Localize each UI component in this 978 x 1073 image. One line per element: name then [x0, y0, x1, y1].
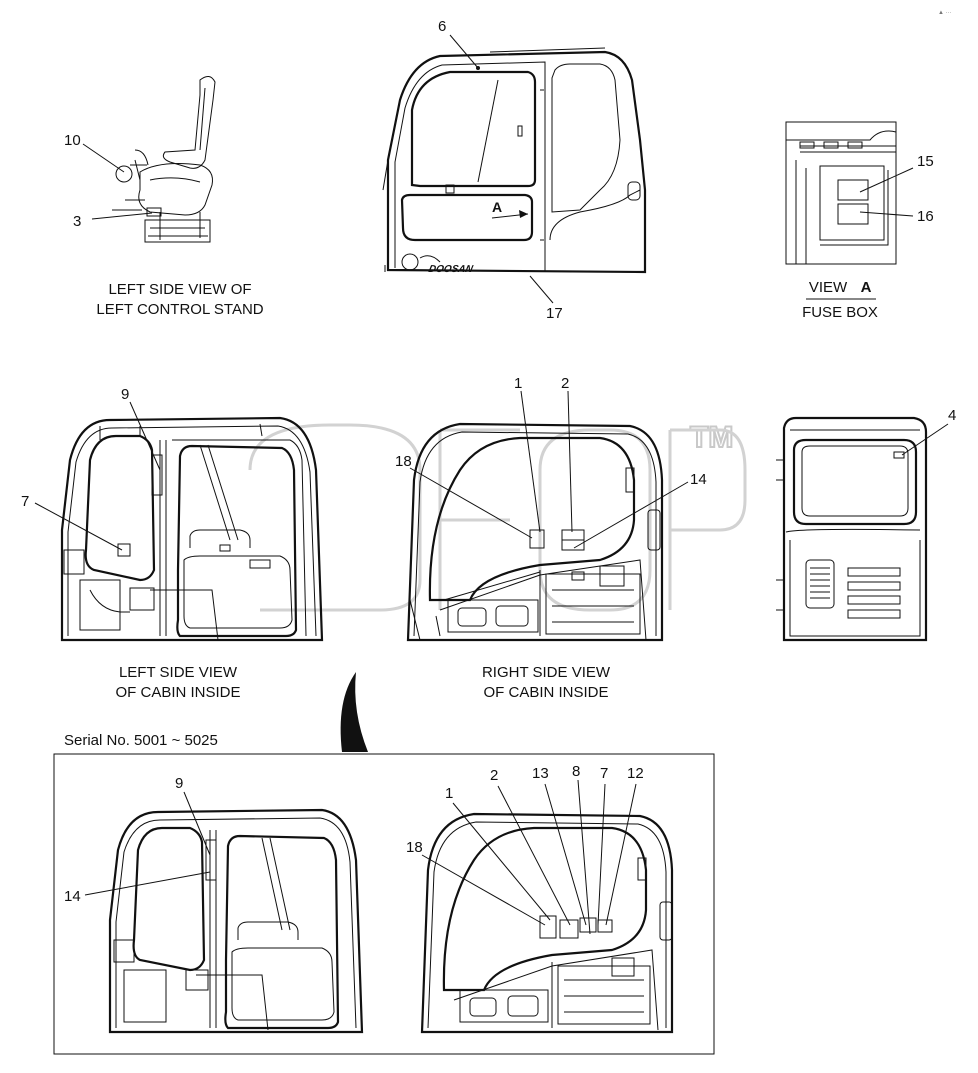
serial-callout-9: 9	[175, 775, 183, 792]
callout-10: 10	[64, 132, 81, 149]
callout-1: 1	[514, 375, 522, 392]
callout-15: 15	[917, 153, 934, 170]
svg-text:▲ ···: ▲ ···	[938, 10, 952, 16]
serial-callout-7: 7	[600, 765, 608, 782]
serial-right-callouts: 1 2 13 8 7 12 18	[406, 763, 644, 935]
callout-3: 3	[73, 213, 81, 230]
rear-view-illustration	[776, 416, 928, 642]
fuse-box-illustration	[785, 121, 897, 265]
serial-callout-1: 1	[445, 785, 453, 802]
serial-callout-14: 14	[64, 888, 81, 905]
caption-fuse-box: FUSE BOX	[802, 304, 878, 321]
callout-17: 17	[546, 305, 563, 322]
callout-16: 16	[917, 208, 934, 225]
caption-left-cabin-2: OF CABIN INSIDE	[115, 684, 240, 701]
caption-view: VIEW	[809, 279, 848, 296]
callout-7: 7	[21, 493, 29, 510]
callout-2: 2	[561, 375, 569, 392]
caption-right-cabin-1: RIGHT SIDE VIEW	[482, 664, 611, 681]
watermark: TM	[248, 420, 747, 612]
serial-label: Serial No. 5001 ~ 5025	[64, 732, 218, 749]
caption-left-cabin-1: LEFT SIDE VIEW	[119, 664, 238, 681]
right-cabin-illustration	[406, 422, 664, 642]
rear-view-callouts: 4	[901, 407, 956, 456]
serial-callout-12: 12	[627, 765, 644, 782]
serial-callout-8: 8	[572, 763, 580, 780]
serial-box	[53, 753, 715, 1055]
door-callouts: 6 17	[438, 18, 563, 322]
caption-left-stand-2: LEFT CONTROL STAND	[96, 301, 263, 318]
serial-callout-13: 13	[532, 765, 549, 782]
callout-18: 18	[395, 453, 412, 470]
watermark-tm: TM	[690, 421, 733, 454]
serial-left-callouts: 9 14	[64, 775, 211, 905]
fuse-callouts: 15 16	[859, 153, 934, 225]
transition-arrow	[340, 672, 368, 752]
caption-right-cabin-2: OF CABIN INSIDE	[483, 684, 608, 701]
serial-callout-2: 2	[490, 767, 498, 784]
serial-left-cabin-illustration	[108, 808, 364, 1034]
callout-14: 14	[690, 471, 707, 488]
callout-4: 4	[948, 407, 956, 424]
left-cabin-callouts: 9 7	[21, 386, 161, 551]
serial-right-cabin-illustration	[420, 812, 674, 1034]
brand-label: DOOSAN	[428, 264, 475, 275]
caption-left-stand-1: LEFT SIDE VIEW OF	[108, 281, 251, 298]
cabin-door-illustration: DOOSAN A	[382, 47, 647, 275]
right-cabin-callouts: 1 2 18 14	[395, 375, 707, 549]
caption-view-letter: A	[861, 279, 872, 296]
seat-callouts: 10 3	[64, 132, 153, 230]
callout-6: 6	[438, 18, 446, 35]
serial-callout-18: 18	[406, 839, 423, 856]
view-a-marker: A	[492, 199, 502, 215]
left-cabin-illustration	[60, 416, 324, 642]
callout-9: 9	[121, 386, 129, 403]
seat-illustration	[112, 76, 216, 243]
